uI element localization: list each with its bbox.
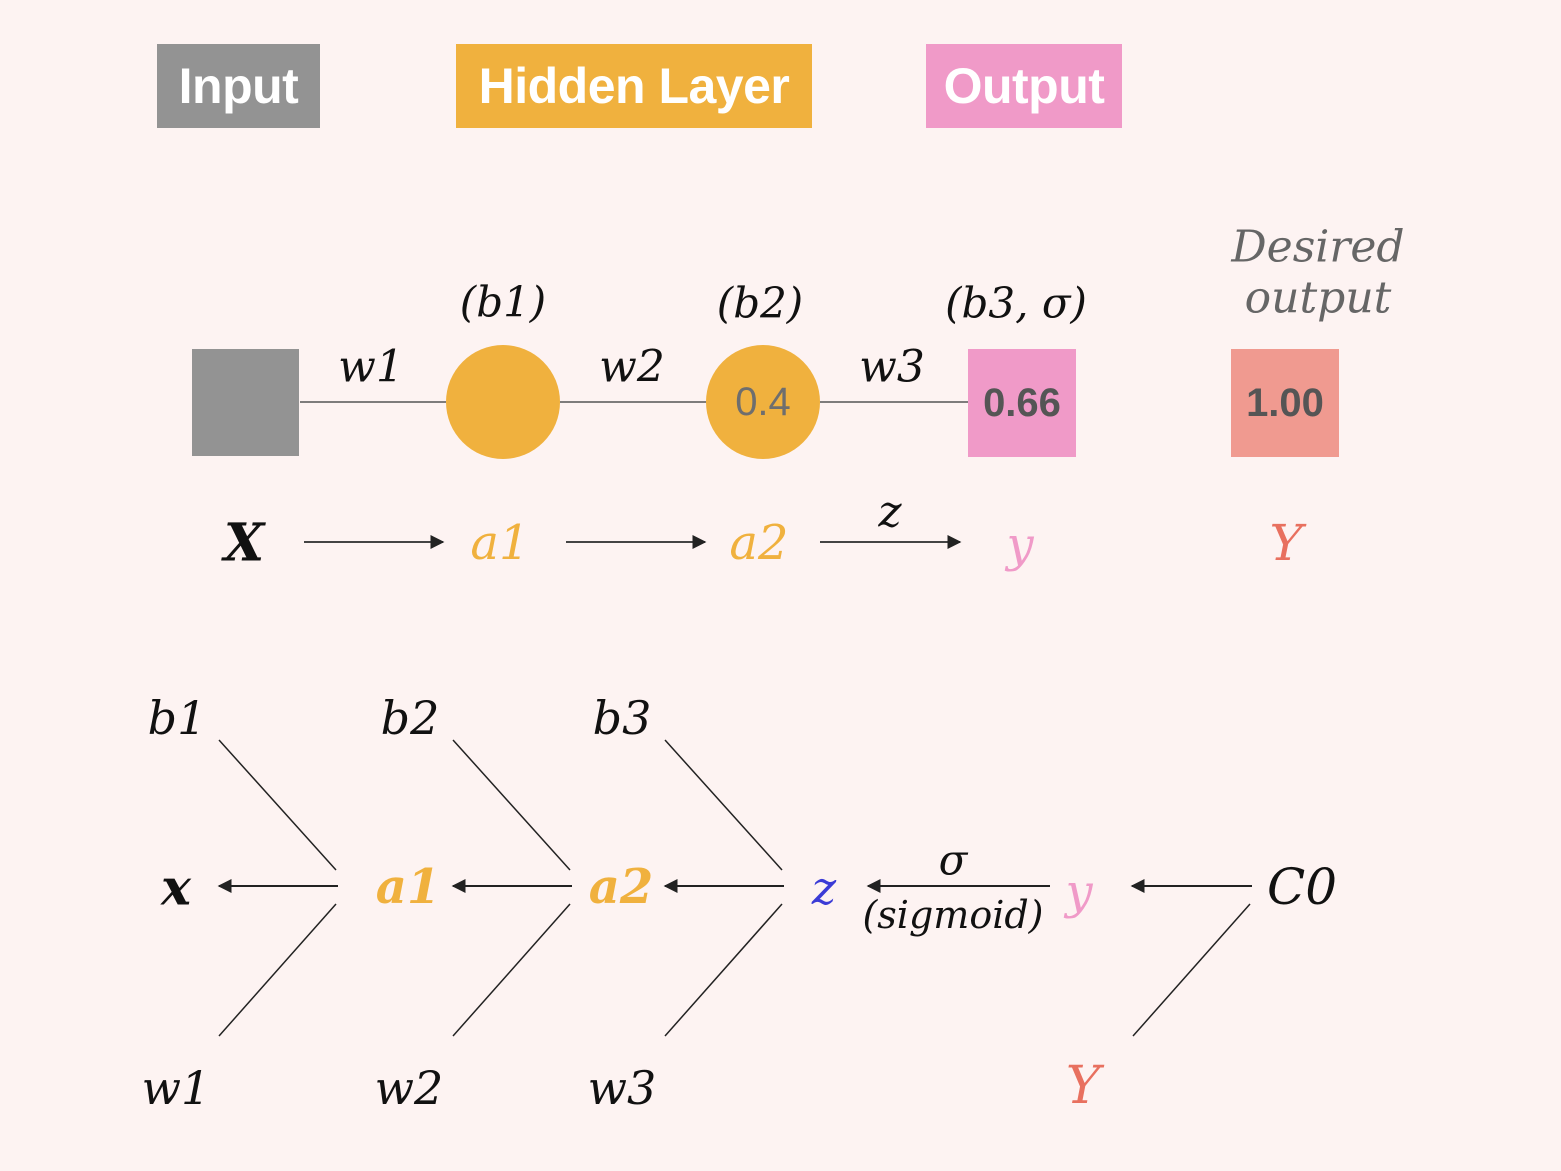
tree-node-z: z — [811, 861, 837, 915]
flow-label-x: X — [223, 512, 265, 574]
tree-sigmoid-label: (sigmoid) — [862, 893, 1044, 937]
bias-label-b3: (b3, σ) — [945, 278, 1087, 328]
tree-node-y: y — [1065, 864, 1093, 920]
tree-weight-w1: w1 — [141, 1061, 211, 1115]
flow-label-a2: a2 — [729, 515, 789, 571]
legend-input-badge: Input — [157, 44, 320, 128]
flow-label-target-y: Y — [1269, 514, 1303, 572]
tree-node-c0: C0 — [1266, 858, 1338, 916]
flow-label-a1: a1 — [470, 515, 530, 571]
hidden-node-2-value: 0.4 — [735, 379, 791, 424]
desired-output-node: 1.00 — [1231, 349, 1339, 457]
bias-label-b2: (b2) — [716, 278, 804, 328]
tree-weight-w3: w3 — [587, 1061, 657, 1115]
tree-bias-b2: b2 — [380, 691, 440, 745]
tree-bias-b1: b1 — [147, 691, 207, 745]
desired-output-value: 1.00 — [1246, 380, 1324, 425]
desired-output-label-line1: Desired — [1231, 221, 1405, 273]
flow-label-z: z — [878, 486, 902, 538]
output-node-value: 0.66 — [983, 380, 1061, 425]
tree-node-a1: a1 — [375, 859, 441, 915]
tree-node-x: x — [161, 857, 191, 917]
legend-hidden-layer-badge: Hidden Layer — [456, 44, 812, 128]
tree-bias-b3: b3 — [592, 691, 652, 745]
desired-output-label-line2: output — [1244, 272, 1392, 324]
hidden-node-1 — [446, 345, 560, 459]
tree-weight-w2: w2 — [374, 1061, 444, 1115]
legend-output-badge: Output — [926, 44, 1122, 128]
weight-label-w2: w2 — [599, 341, 665, 393]
bias-label-b1: (b1) — [459, 277, 547, 327]
weight-label-w3: w3 — [859, 341, 925, 393]
tree-sigma-label: σ — [938, 835, 968, 885]
hidden-node-2: 0.4 — [706, 345, 820, 459]
flow-label-y: y — [1006, 517, 1034, 573]
input-node — [192, 349, 299, 456]
tree-node-a2: a2 — [588, 859, 654, 915]
output-node: 0.66 — [968, 349, 1076, 457]
weight-label-w1: w1 — [338, 341, 404, 393]
tree-target-y: Y — [1065, 1056, 1101, 1116]
